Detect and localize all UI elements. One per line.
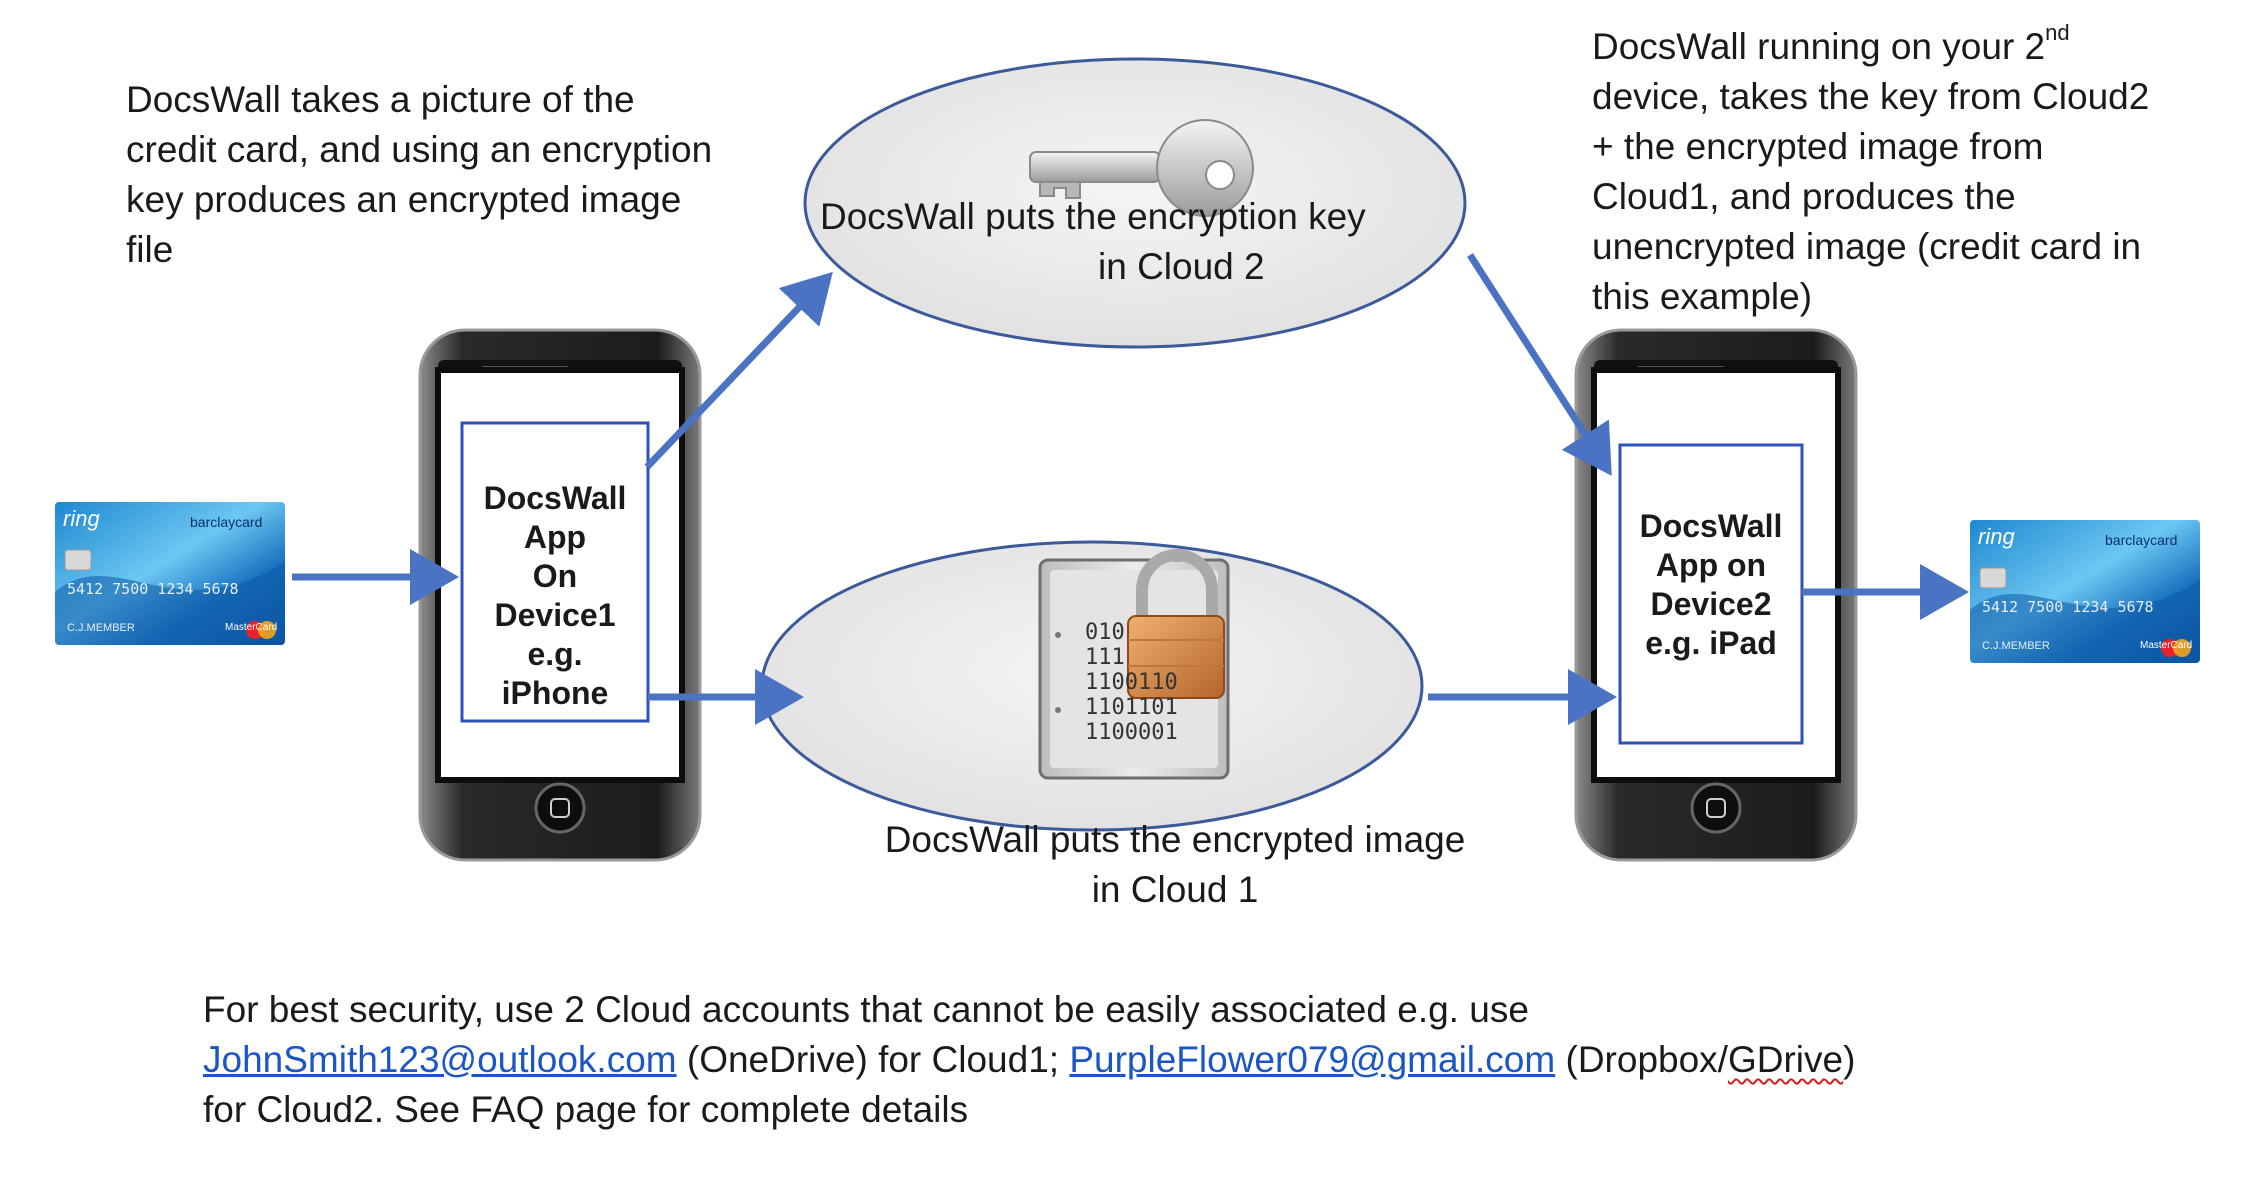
label-line: e.g. [527,636,583,672]
card-number: 5412 7500 1234 5678 [67,580,239,598]
caption-line: file [126,229,174,270]
footer-line: JohnSmith123@outlook.com (OneDrive) for … [203,1035,2103,1085]
label-line: DocsWall [483,480,627,516]
phone2-app-frame [1618,443,1804,745]
label-line: e.g. iPad [1645,625,1777,661]
caption-line: unencrypted image (credit card in [1592,226,2142,267]
label-line: DocsWall [1639,508,1783,544]
phone1-app-label: DocsWall App On Device1 e.g. iPhone [465,476,645,716]
label-line: On [532,558,578,594]
caption-line: device, takes the key from Cloud2 [1592,76,2150,117]
cloud2-label: DocsWall puts the encryption key in Clou… [800,192,1420,292]
label-line: iPhone [501,675,609,711]
binary-text: 010 111 1100110 1101101 1100001 [1085,620,1178,745]
caption-line: DocsWall takes a picture of the [126,79,635,120]
caption-line: Cloud1, and produces the [1592,176,2016,217]
card-product: ring [1978,524,2015,549]
footer-text: (Dropbox/ [1555,1039,1728,1080]
binary-line: 1100110 [1085,670,1178,695]
phone2-app-label: DocsWall App on Device2 e.g. iPad [1622,500,1800,670]
caption-line: key produces an encrypted image [126,179,682,220]
label-line: App on [1655,547,1767,583]
key-icon [1029,119,1254,217]
top-right-caption: DocsWall running on your 2nd device, tak… [1592,19,2232,322]
phone1-app-frame [460,421,650,723]
footer-line: for Cloud2. See FAQ page for complete de… [203,1089,969,1130]
caption-text: DocsWall running on your 2 [1592,26,2046,67]
credit-card-right: ring barclaycard 5412 7500 1234 5678 C.J… [1970,520,2200,663]
card-network: MasterCard [225,622,278,633]
ordinal-suffix: nd [2045,19,2070,45]
card-holder: C.J.MEMBER [67,622,135,634]
footer-text: (OneDrive) for Cloud1; [676,1039,1070,1080]
label-line: Device1 [494,597,616,633]
arrow-phone1-to-cloud2 [644,271,833,470]
cloud2-ellipse [803,57,1467,349]
caption-line: credit card, and using an encryption [126,129,713,170]
outlook-email-link[interactable]: JohnSmith123@outlook.com [203,1039,677,1080]
arrow-cloud2-to-phone2 [1467,253,1612,476]
cloud1-label: DocsWall puts the encrypted image in Clo… [835,815,1515,915]
top-left-caption: DocsWall takes a picture of the credit c… [126,75,766,275]
gmail-email-link[interactable]: PurpleFlower079@gmail.com [1069,1039,1556,1080]
label-line: in Cloud 1 [1091,869,1259,910]
card-brand: barclaycard [2105,532,2178,548]
spellcheck-word: GDrive [1727,1039,1844,1080]
binary-line: 1101101 [1085,695,1178,720]
padlock-icon [1127,549,1225,699]
card-network: MasterCard [2140,640,2193,651]
label-line: DocsWall puts the encrypted image [884,819,1466,860]
label-line: in Cloud 2 [1098,246,1265,287]
caption-line: this example) [1592,276,1813,317]
footer-line: For best security, use 2 Cloud accounts … [203,989,1529,1030]
binary-line: 1100001 [1085,720,1178,745]
footer-text: ) [1843,1039,1856,1080]
label-line: DocsWall puts the encryption key [820,196,1366,237]
card-number: 5412 7500 1234 5678 [1982,598,2154,616]
binary-line: 111 [1085,645,1125,670]
card-product: ring [63,506,100,531]
caption-line: DocsWall running on your 2nd [1592,19,2232,72]
footer-note: For best security, use 2 Cloud accounts … [203,985,2103,1135]
label-line: Device2 [1650,586,1772,622]
binary-line: 010 [1085,620,1125,645]
card-brand: barclaycard [190,514,263,530]
card-holder: C.J.MEMBER [1982,640,2050,652]
caption-line: + the encrypted image from [1592,126,2044,167]
label-line: App [523,519,587,555]
credit-card-left: ring barclaycard 5412 7500 1234 5678 C.J… [55,502,285,645]
